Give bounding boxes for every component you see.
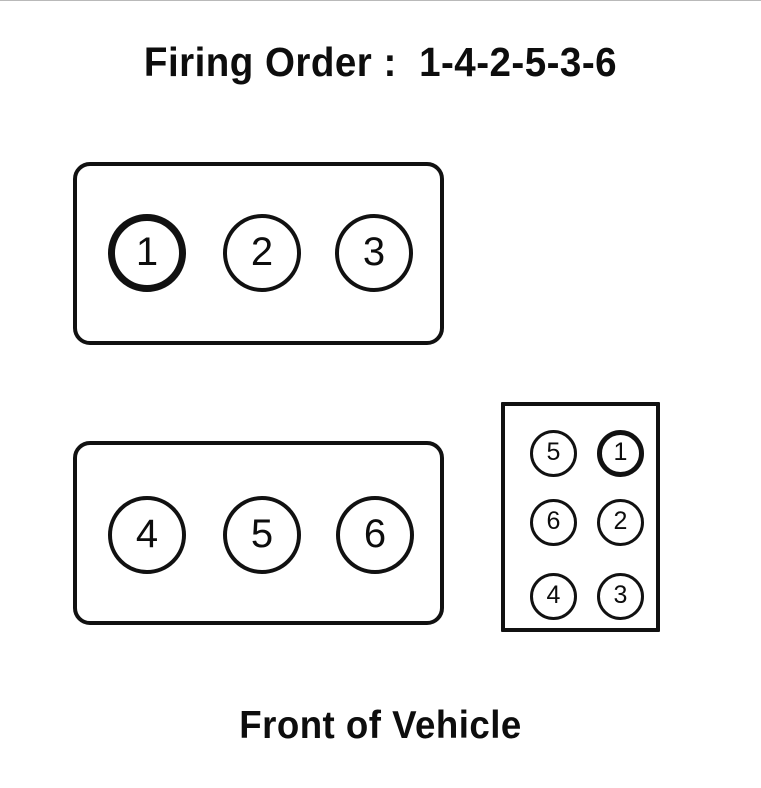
cylinder-5: 5 <box>223 496 301 574</box>
top-edge-hairline <box>0 0 761 1</box>
distributor-cap: 5 1 6 2 4 3 <box>501 402 660 632</box>
distributor-terminal-4: 4 <box>530 573 577 620</box>
distributor-terminal-6: 6 <box>530 499 577 546</box>
cylinder-bank-lower: 4 5 6 <box>73 441 444 625</box>
cylinder-1: 1 <box>108 214 186 292</box>
front-of-vehicle-label: Front of Vehicle <box>239 704 522 747</box>
distributor-terminal-5: 5 <box>530 430 577 477</box>
cylinder-1-number: 1 <box>135 230 159 274</box>
distributor-terminal-2: 2 <box>597 499 644 546</box>
cylinder-3: 3 <box>335 214 413 292</box>
cylinder-4: 4 <box>108 496 186 574</box>
cylinder-6-number: 6 <box>363 512 387 556</box>
distributor-terminal-6-number: 6 <box>546 507 561 535</box>
cylinder-6: 6 <box>336 496 414 574</box>
cylinder-2: 2 <box>223 214 301 292</box>
distributor-terminal-1: 1 <box>597 430 644 477</box>
distributor-terminal-1-number: 1 <box>613 438 628 466</box>
cylinder-4-number: 4 <box>135 512 159 556</box>
distributor-terminal-3-number: 3 <box>613 581 628 609</box>
distributor-terminal-2-number: 2 <box>613 507 628 535</box>
distributor-terminal-4-number: 4 <box>546 581 561 609</box>
distributor-terminal-5-number: 5 <box>546 438 561 466</box>
cylinder-3-number: 3 <box>362 230 386 274</box>
page-title: Firing Order : 1-4-2-5-3-6 <box>143 39 618 85</box>
cylinder-bank-upper: 1 2 3 <box>73 162 444 345</box>
cylinder-5-number: 5 <box>250 512 274 556</box>
distributor-terminal-3: 3 <box>597 573 644 620</box>
cylinder-2-number: 2 <box>250 230 274 274</box>
